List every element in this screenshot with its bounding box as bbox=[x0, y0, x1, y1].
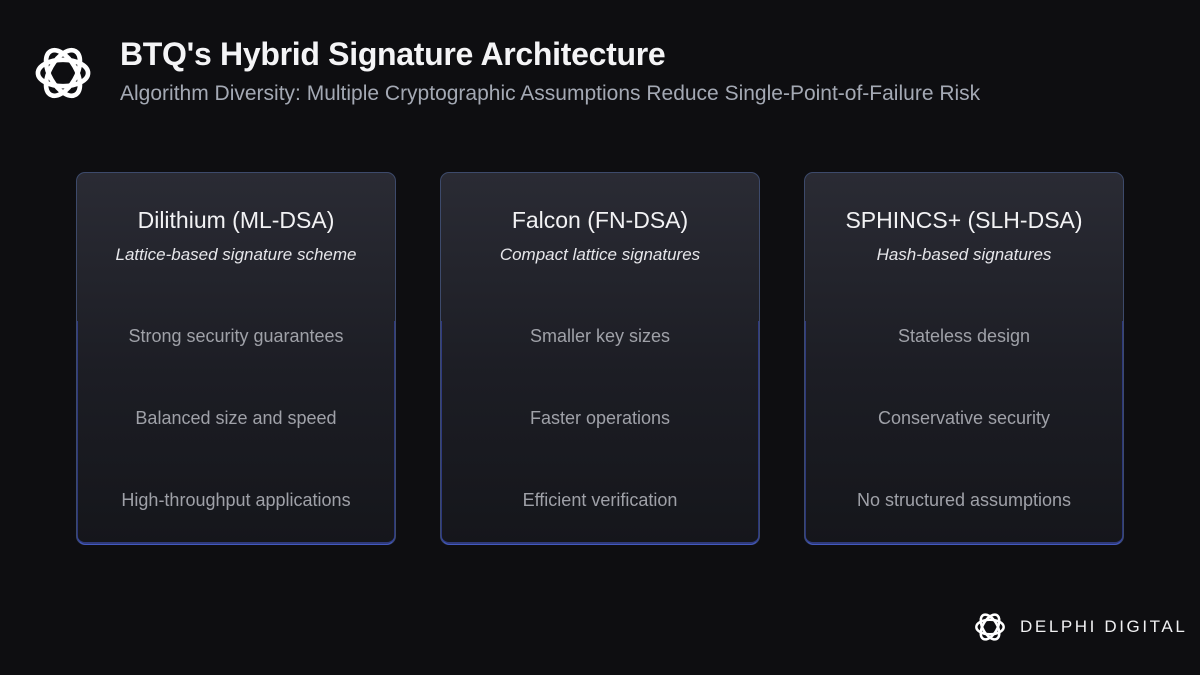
feature-item: No structured assumptions bbox=[856, 490, 1072, 510]
knot-logo-icon bbox=[35, 47, 91, 99]
feature-item: Smaller key sizes bbox=[529, 326, 671, 346]
card-sphincs: SPHINCS+ (SLH-DSA) Hash-based signatures… bbox=[804, 172, 1124, 545]
feature-item: Conservative security bbox=[877, 408, 1051, 428]
feature-item: Stateless design bbox=[897, 326, 1031, 346]
card-title: Falcon (FN-DSA) bbox=[511, 207, 689, 233]
brand-name: DELPHI DIGITAL bbox=[1020, 617, 1188, 636]
card-subtitle: Compact lattice signatures bbox=[499, 245, 701, 264]
feature-item: Faster operations bbox=[529, 408, 671, 428]
feature-item: Balanced size and speed bbox=[135, 408, 337, 428]
card-title: SPHINCS+ (SLH-DSA) bbox=[845, 207, 1083, 233]
feature-item: High-throughput applications bbox=[121, 490, 351, 510]
page-title: BTQ's Hybrid Signature Architecture bbox=[120, 36, 666, 72]
card-dilithium: Dilithium (ML-DSA) Lattice-based signatu… bbox=[76, 172, 396, 545]
feature-item: Strong security guarantees bbox=[128, 326, 344, 346]
knot-logo-icon bbox=[975, 613, 1005, 641]
page-subtitle: Algorithm Diversity: Multiple Cryptograp… bbox=[120, 82, 981, 105]
card-subtitle: Hash-based signatures bbox=[876, 245, 1052, 264]
feature-item: Efficient verification bbox=[522, 490, 678, 510]
card-title: Dilithium (ML-DSA) bbox=[137, 207, 335, 233]
brand-footer: DELPHI DIGITAL bbox=[972, 606, 1187, 648]
card-subtitle: Lattice-based signature scheme bbox=[115, 245, 357, 264]
card-falcon: Falcon (FN-DSA) Compact lattice signatur… bbox=[440, 172, 760, 545]
signature-cards: Dilithium (ML-DSA) Lattice-based signatu… bbox=[76, 172, 1126, 547]
